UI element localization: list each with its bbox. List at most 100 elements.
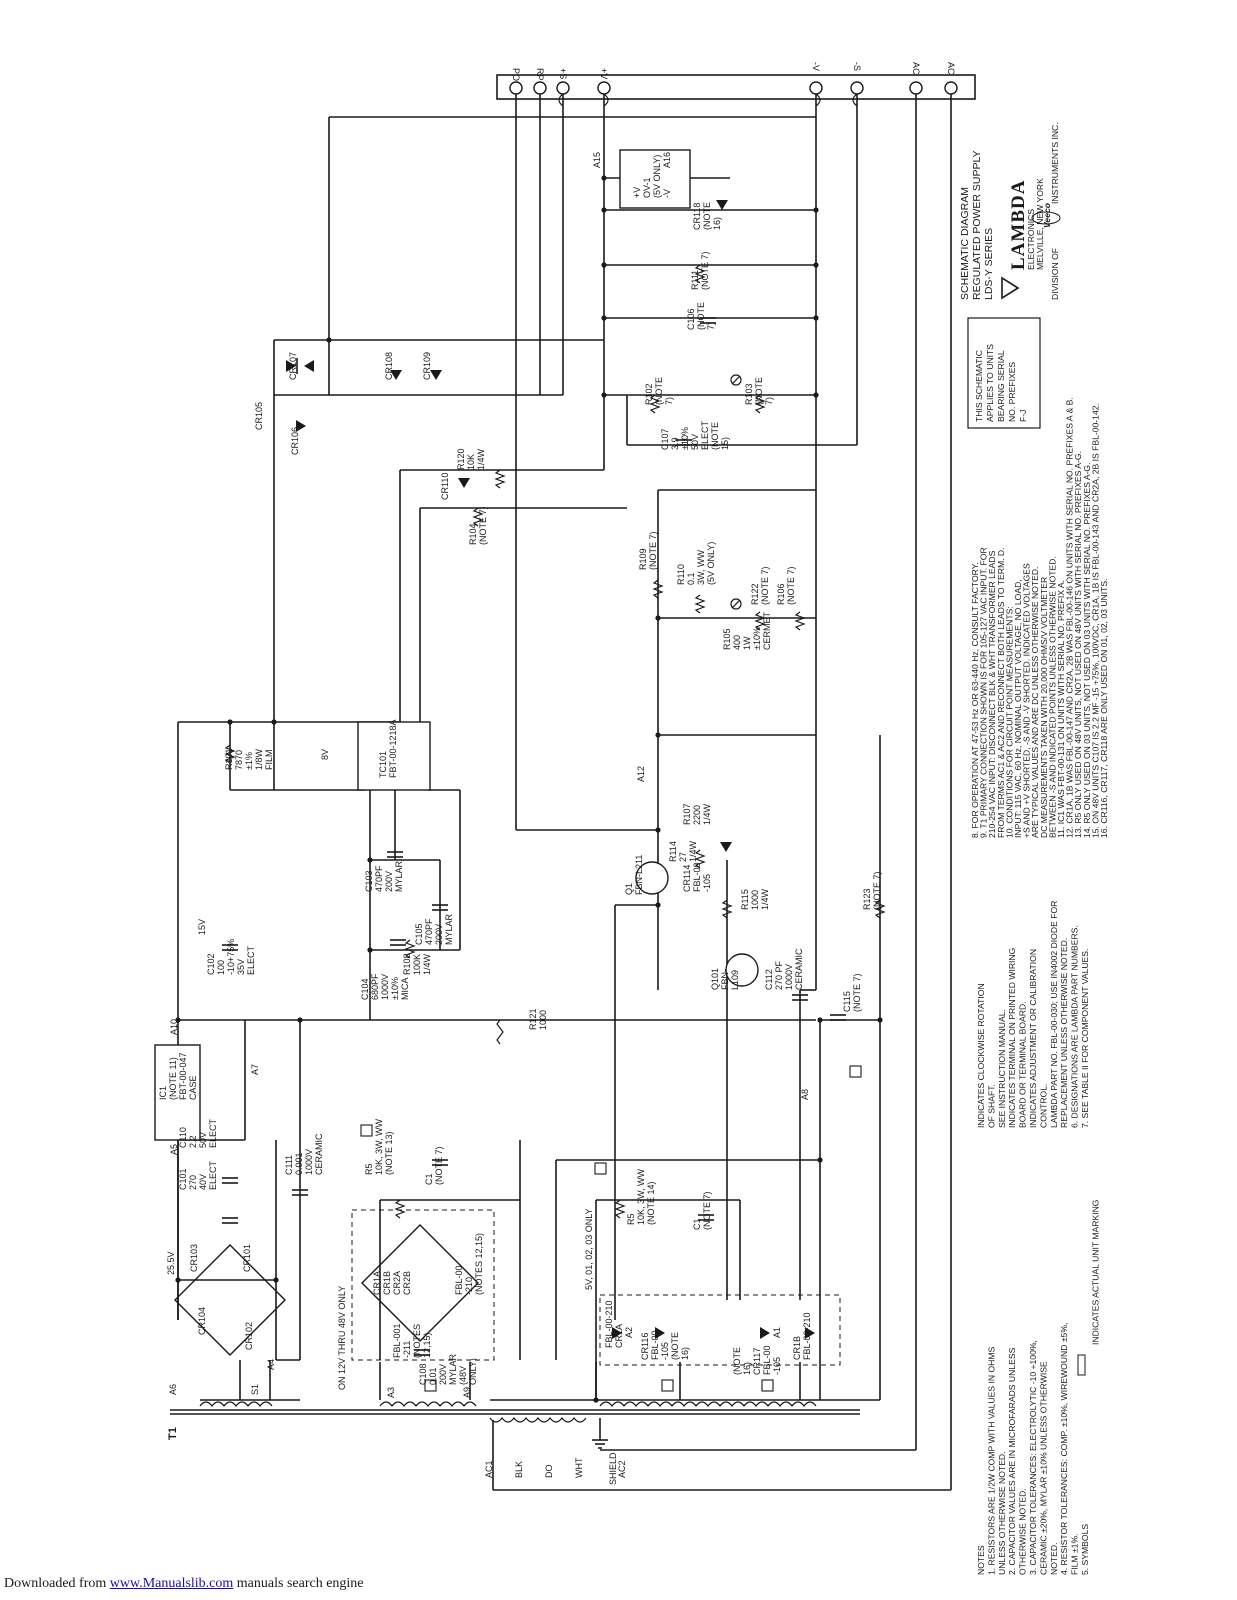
terminal-plus-s[interactable] xyxy=(556,81,570,95)
component-label-c101-1: 270 xyxy=(188,1175,198,1190)
notes-left-line-0: 1. RESISTORS ARE 1/2W COMP WITH VALUES I… xyxy=(986,1346,996,1575)
section-label-mid-range: ON 12V THRU 48V ONLY xyxy=(337,1286,347,1390)
component-label-r5a-0: R5 xyxy=(364,1163,374,1175)
component-label-r105-1: 400 xyxy=(732,635,742,650)
applicability-line-0: THIS SCHEMATIC xyxy=(974,350,984,422)
unit-marking-symbol xyxy=(1077,1354,1086,1376)
component-label-r110-3: (5V ONLY) xyxy=(706,542,716,585)
tap-label-s1: S1 xyxy=(250,1384,260,1395)
download-footer: Downloaded from www.Manualslib.com manua… xyxy=(4,1576,364,1592)
component-label-c106-2: 7) xyxy=(706,322,716,330)
terminal-rp[interactable] xyxy=(533,81,547,95)
terminal-minus-s[interactable] xyxy=(850,81,864,95)
applicability-box xyxy=(967,317,1041,429)
veeco-logo-icon xyxy=(1031,211,1061,225)
lead-label-ac1: AC1 xyxy=(484,1460,494,1478)
component-label-r107-2: 1/4W xyxy=(702,803,712,825)
output-terminal-strip: PO RP +S +V -V -S AC AC xyxy=(496,62,976,107)
tap-label-a4: A4 xyxy=(266,1359,276,1370)
terminal-label-minus-v: -V xyxy=(811,62,821,71)
component-label-bridge-0: CR1A xyxy=(372,1271,382,1295)
component-label-cr117-1: 16) xyxy=(742,1362,752,1375)
terminal-ac-1[interactable] xyxy=(909,81,923,95)
component-label-c104-1: 680PF xyxy=(370,973,380,1000)
manualslib-link[interactable]: www.Manualslib.com xyxy=(109,1576,234,1591)
component-label-fbl00210a-2: (NOTES 12,15) xyxy=(474,1233,484,1295)
component-label-q1-1: FBN-L211 xyxy=(634,855,644,895)
component-label-c106-1: (NOTE xyxy=(696,302,706,330)
brand-name: LAMBDA xyxy=(1008,180,1029,270)
component-label-c108-3: MYLAR xyxy=(448,1353,458,1385)
component-label-c103-0: C103 xyxy=(364,870,374,892)
component-label-r101-4: FILM xyxy=(264,749,274,770)
low-range-diodes-outline xyxy=(599,1294,841,1366)
component-label-q101-1: FBN- xyxy=(720,969,730,990)
marker-box-c-1 xyxy=(424,1379,437,1392)
component-label-r121-1: 1000 xyxy=(538,1010,548,1030)
component-label-cr118top-0: CR118 xyxy=(692,203,702,230)
tc101-package xyxy=(357,721,431,791)
marker-box-b-2 xyxy=(594,1162,607,1175)
terminal-minus-v[interactable] xyxy=(809,81,823,95)
component-label-c105-1: 470PF xyxy=(424,918,434,945)
applicability-line-2: BEARING SERIAL xyxy=(996,350,1006,422)
title-line-0: SCHEMATIC DIAGRAM xyxy=(959,187,971,300)
component-label-a9-0: A9 xyxy=(462,1387,472,1398)
component-label-cr1b_lo-0: CR1B xyxy=(792,1336,802,1360)
component-label-c101-0: C101 xyxy=(178,1168,188,1190)
component-label-c102-0: C102 xyxy=(206,953,216,975)
notes-right-line-13: 14. R5 ONLY USED ON 03 UNITS, NOT USED O… xyxy=(1082,462,1092,838)
component-label-cr110-0: CR110 xyxy=(440,473,450,500)
terminal-ac-2[interactable] xyxy=(944,81,958,95)
component-label-r105-4: CERMET xyxy=(762,611,772,650)
notes-left-line-8: FILM ±1%. xyxy=(1070,1534,1080,1576)
component-label-c111-1: 0.001 xyxy=(294,1152,304,1175)
notes-right: 8. FOR OPERATION AT 47-53 Hz OR 63-440 H… xyxy=(970,397,1109,838)
component-label-a1-0: A1 xyxy=(772,1327,782,1338)
voltage-label-8v: 8V xyxy=(320,749,330,760)
transformer-designator: T1 xyxy=(167,1427,179,1440)
component-label-c102-2: -10+75% xyxy=(226,939,236,975)
bridge-rectifier-cr1-cr2 xyxy=(361,1224,479,1342)
section-label-low-range: 5V, 01, 02, 03 ONLY xyxy=(584,1208,594,1290)
component-label-r122-0: R122 xyxy=(750,583,760,605)
terminal-po[interactable] xyxy=(509,81,523,95)
component-label-tc101-1: FBT-00-1218A xyxy=(388,719,398,778)
schematic-drawing: PO RP +S +V -V -S AC AC xyxy=(154,62,1109,1576)
component-label-r123-1: (NOTE 7) xyxy=(872,871,882,910)
component-label-cr104-0: CR104 xyxy=(197,1307,207,1335)
resistor-symbols xyxy=(224,264,886,1219)
notes-middle-line-1: OF SHAFT. xyxy=(986,1084,996,1128)
component-label-cr118top-2: 16) xyxy=(712,217,722,230)
component-label-c110-1: 2.2 xyxy=(188,1135,198,1148)
component-label-r105-2: 1W xyxy=(742,636,752,650)
notes-middle-line-3: INDICATES TERMINAL ON PRINTED WIRING xyxy=(1007,947,1017,1128)
lead-label-blk: BLK xyxy=(514,1461,524,1478)
transformer-primary-coil xyxy=(489,1417,587,1423)
division-prefix: DIVISION OF xyxy=(1050,248,1060,300)
component-label-r108-0: R108 xyxy=(402,953,412,975)
junctions xyxy=(175,175,883,1403)
component-label-r120-0: R120 xyxy=(456,448,466,470)
component-label-c112-1: 270 PF xyxy=(774,960,784,990)
component-label-ic1-0: IC1 xyxy=(158,1086,168,1100)
component-label-cr116-0: CR116 xyxy=(640,1333,650,1360)
transformer-secondary-coil-3 xyxy=(599,1401,817,1407)
applicability-line-3: NO. PREFIXES xyxy=(1007,362,1017,422)
component-label-c102-4: ELECT xyxy=(246,945,256,975)
component-label-c105-3: MYLAR xyxy=(444,913,454,945)
notes-left-line-4: 3. CAPACITOR TOLERANCES: ELECTROLYTIC -1… xyxy=(1028,1340,1038,1575)
notes-left-line-5: CERAMIC ±20%, MYLAR ±10% UNLESS OTHERWIS… xyxy=(1038,1361,1048,1575)
component-label-c107-5: (NOTE xyxy=(710,422,720,450)
bridge-rectifier-main xyxy=(174,1244,286,1356)
notes-middle-line-5: INDICATES ADJUSTMENT OR CALIBRATION xyxy=(1028,949,1038,1128)
terminal-plus-v[interactable] xyxy=(597,81,611,95)
component-label-r5b-2: (NOTE 14) xyxy=(646,1181,656,1225)
component-label-c105-2: 200V xyxy=(434,924,444,945)
component-label-c107-6: 15) xyxy=(720,437,730,450)
component-label-r111-1: (NOTE 7) xyxy=(700,251,710,290)
notes-right-line-9: BETWEEN -S AND INDICATED POINTS UNLESS O… xyxy=(1047,556,1057,838)
adjust-icon-r103 xyxy=(730,374,742,386)
component-label-c115-1: (NOTE 7) xyxy=(852,973,862,1012)
footer-suffix: manuals search engine xyxy=(233,1576,364,1591)
